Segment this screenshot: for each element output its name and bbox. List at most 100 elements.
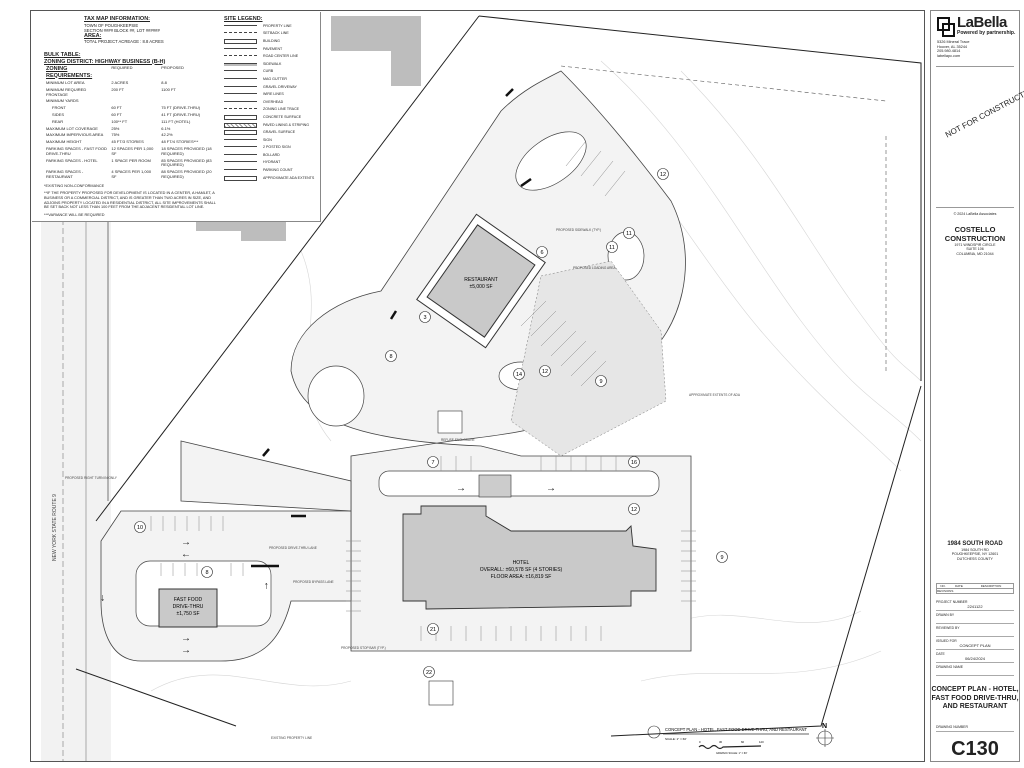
legend-label: PROPERTY LINE: [263, 23, 292, 28]
contour-lines: [150, 60, 922, 692]
parking-count-label: 9: [720, 555, 723, 561]
parking-count: 7: [427, 456, 439, 468]
legend-item: GRAVEL SURFACE: [224, 129, 318, 137]
bulk-cell: REAR: [52, 118, 64, 124]
bulk-cell: PARKING SPACES - FAST FOOD DRIVE-THRU: [46, 145, 107, 156]
parking-count: 21: [427, 623, 439, 635]
scale-tick: 120: [759, 740, 764, 744]
copyright: © 2024 LaBella Associates: [953, 212, 997, 217]
field-value: [936, 630, 1014, 635]
fast-food-building: FAST FOOD DRIVE-THRU ±1,750 SF: [158, 588, 218, 628]
hotel-floor-area: FLOOR AREA: ±16,819 SF: [491, 574, 552, 580]
legend-item: APPROXIMATE ADA EXTENTS: [224, 174, 318, 182]
parking-count: 8: [201, 566, 213, 578]
drawing-name-line: CONCEPT PLAN - HOTEL,: [931, 686, 1019, 694]
legend-label: GRAVEL SURFACE: [263, 130, 296, 135]
bulk-info-panel: TAX MAP INFORMATION: TOWN OF POUGHKEEPSI…: [32, 12, 321, 223]
legend-label: PARKING COUNT: [263, 168, 293, 173]
stop-bars: [251, 88, 532, 568]
field-label: REVIEWED BY: [936, 625, 960, 630]
parking-count: 14: [513, 368, 525, 380]
legend-swatch: [224, 114, 257, 120]
callout-loading: PROPOSED LOADING AREA: [573, 266, 617, 270]
legend-item: PAVEMENT: [224, 45, 318, 53]
fast-food-type: DRIVE-THRU: [173, 604, 204, 610]
not-for-construction-stamp: NOT FOR CONSTRUCTION: [943, 83, 1024, 140]
svg-text:←: ←: [181, 549, 191, 560]
project-name: 1984 SOUTH ROAD: [947, 541, 1003, 547]
bulk-cell: SIDES: [52, 111, 65, 117]
legend-swatch: [224, 153, 257, 157]
legend-heading: SITE LEGEND:: [224, 16, 263, 22]
drawing-number-label: DRAWING NUMBER: [936, 724, 1014, 732]
legend-item: CURB: [224, 68, 318, 76]
client-name: COSTELLO CONSTRUCTION: [931, 225, 1019, 243]
revision-header: DATE: [955, 584, 963, 589]
drawing-number: C130: [951, 737, 999, 760]
drawing-title: CONCEPT PLAN - HOTEL, FAST FOOD DRIVE-TH…: [665, 727, 807, 732]
parking-count: 6: [536, 246, 548, 258]
bulk-cell: 45 FT/3 STORIES: [111, 139, 144, 145]
parking-count-label: 21: [430, 627, 436, 633]
client-address-line: 1971 WINDSPIR CIRCLE: [954, 242, 996, 247]
parking-count-label: 16: [631, 460, 637, 466]
hotel-area: OVERALL: ±60,578 SF (4 STORIES): [480, 567, 563, 573]
scale-tick: 0: [699, 740, 701, 744]
legend-swatch: [224, 100, 257, 104]
refuse-enclosure-hotel: [428, 680, 454, 706]
field-value: [936, 669, 1014, 674]
parking-count: 12: [539, 365, 551, 377]
legend-item: SIGN: [224, 136, 318, 144]
bulk-cell: 2 ACRES: [111, 80, 129, 85]
title-block-lower: 1984 SOUTH ROAD 1984 SOUTH RD POUGHKEEPS…: [931, 541, 1019, 760]
address-line: Hoover, AL 35244: [937, 44, 968, 49]
drawing-name-line: AND RESTAURANT: [942, 703, 1008, 711]
legend-item: PARKING COUNT: [224, 167, 318, 175]
legend-label: WIRE LINES: [263, 92, 284, 97]
parking-count-label: 8: [389, 354, 392, 360]
firm-tagline: Powered by partnership.: [957, 30, 1016, 36]
bulk-cell: MINIMUM YARDS: [46, 98, 79, 104]
parking-count: 10: [134, 521, 146, 533]
field-value: 06/24/2024: [964, 655, 986, 661]
hotel-label: HOTEL: [513, 560, 530, 566]
drawing-name: CONCEPT PLAN - HOTEL, FAST FOOD DRIVE-TH…: [931, 686, 1019, 712]
drawing-scale: SCALE: 1" = 60': [665, 737, 687, 741]
bulk-cell: 60 FT: [111, 105, 122, 111]
legend-item: CONCRETE SURFACE: [224, 114, 318, 122]
site-plan-drawing: NEW YORK STATE ROUTE 9 RESTAURANT ±5,000…: [41, 15, 922, 761]
legend-label: OVERHEAD: [263, 99, 284, 104]
svg-text:→: →: [181, 537, 191, 548]
callouts: PROPOSED SIDEWALK (TYP.) PROPOSED LOADIN…: [65, 228, 741, 740]
legend-label: 2 POSTED SIGN: [263, 145, 291, 150]
field-label: DRAWING NAME: [936, 664, 963, 669]
legend-item: SIDEWALK: [224, 60, 318, 68]
legend-item: 2 POSTED SIGN: [224, 144, 318, 152]
parking-count: 12: [657, 168, 669, 180]
setback-line: [560, 65, 887, 371]
legend-item: OVERHEAD: [224, 98, 318, 106]
parking-count-label: 12: [542, 369, 548, 375]
legend-swatch: [224, 169, 257, 172]
column-header: PROPOSED: [161, 65, 184, 70]
parking-count-label: 6: [540, 250, 543, 256]
firm-name: LaBella: [957, 14, 1007, 31]
svg-text:→: →: [181, 633, 191, 644]
graphic-scale-label: GRAPHIC SCALE: 1" = 60': [716, 751, 748, 755]
parking-count-label: 10: [137, 525, 143, 531]
bulk-cell: PARKING SPACES - RESTAURANT: [46, 169, 84, 179]
project-address-line: 1984 SOUTH RD: [961, 548, 989, 552]
svg-text:→: →: [546, 483, 556, 494]
callout-stop-bar: PROPOSED STOP BAR (TYP.): [341, 646, 386, 650]
legend-label: PAVED LINING & STRIPING: [263, 122, 309, 127]
parking-count-label: 3: [423, 315, 426, 321]
bulk-table: BULK TABLE: ZONING DISTRICT: HIGHWAY BUS…: [44, 52, 216, 217]
revision-header: NO.: [940, 584, 946, 589]
legend-swatch: [224, 32, 257, 35]
callout-property-line: EXISTING PROPERTY LINE: [271, 736, 312, 740]
